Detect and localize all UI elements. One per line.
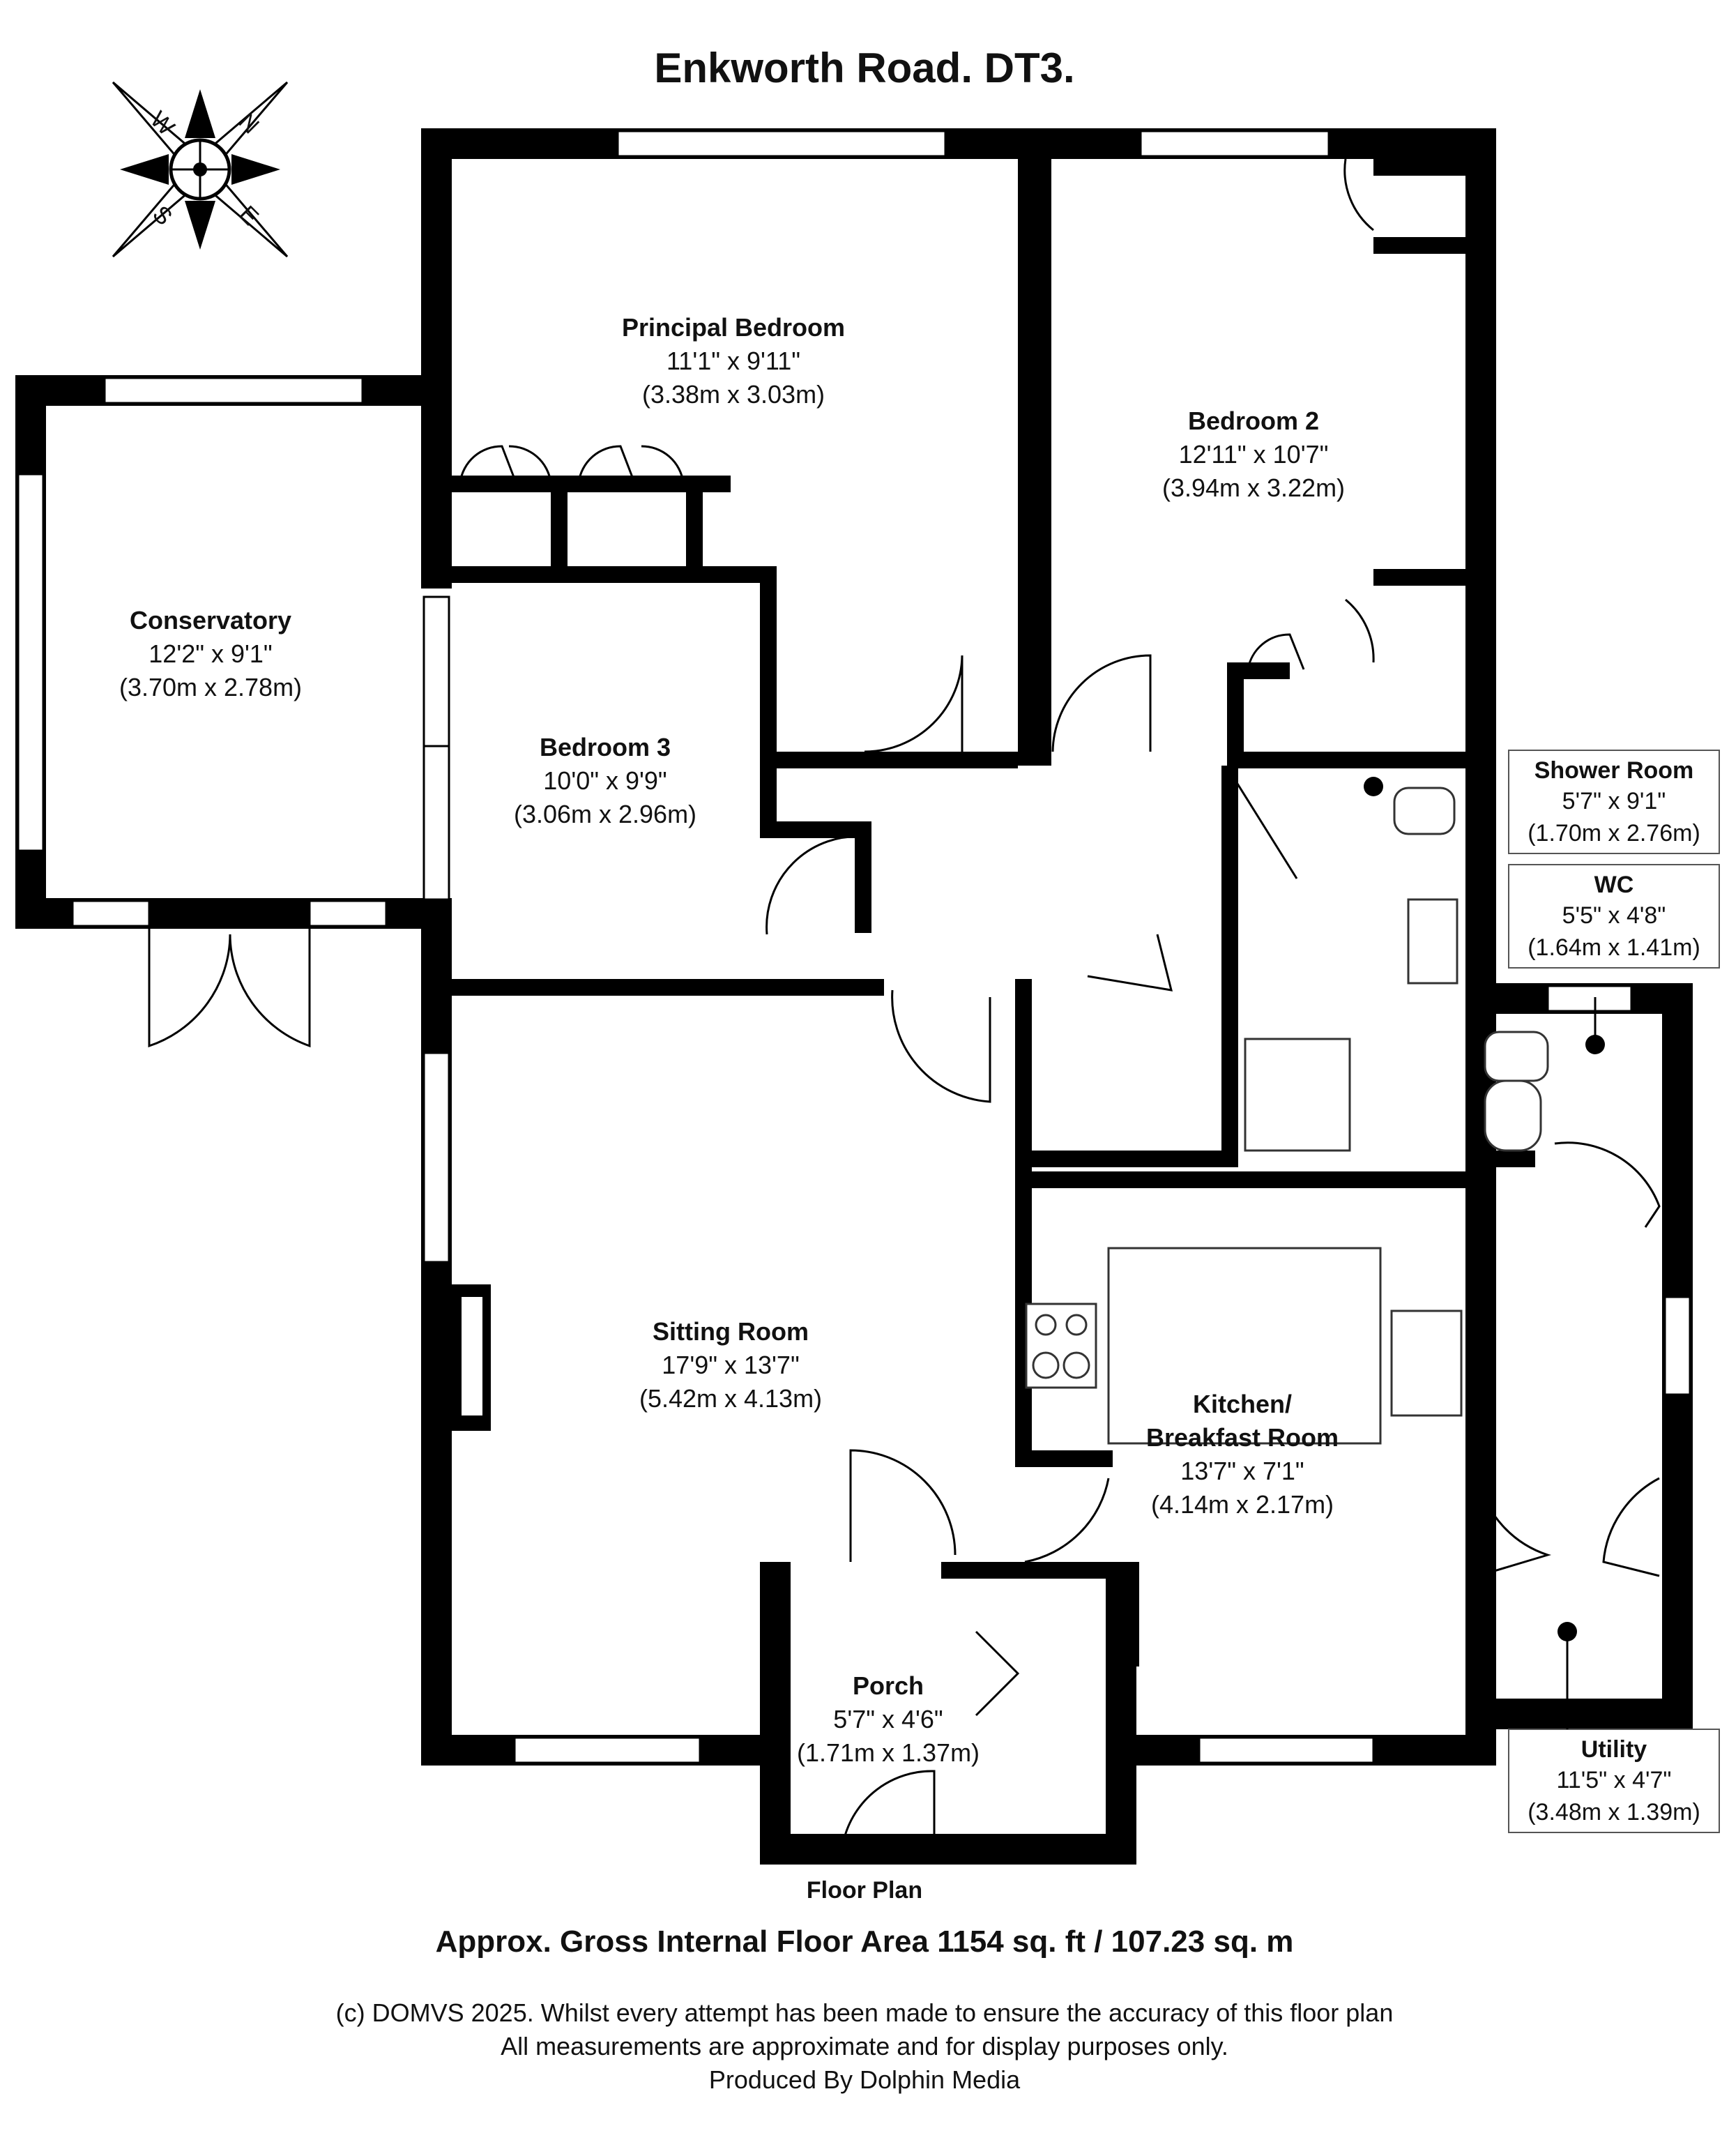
basin-icon bbox=[1407, 898, 1458, 985]
copyright-line-3: Produced By Dolphin Media bbox=[708, 2065, 1021, 2094]
plan-title: Enkworth Road. DT3. bbox=[654, 45, 1074, 91]
room-bedroom-3-metric: (3.06m x 2.96m) bbox=[514, 800, 696, 828]
floor-area: Approx. Gross Internal Floor Area 1154 s… bbox=[435, 1925, 1294, 1959]
room-porch-name: Porch bbox=[853, 1671, 924, 1700]
room-conservatory-name: Conservatory bbox=[130, 606, 291, 635]
room-bedroom-2-imperial: 12'11" x 10'7" bbox=[1179, 440, 1329, 469]
toilet-icon bbox=[1393, 787, 1456, 835]
copyright-line-2: All measurements are approximate and for… bbox=[501, 2032, 1228, 2060]
shower-tray-icon bbox=[1244, 1038, 1351, 1152]
room-kitchen-imperial: 13'7" x 7'1" bbox=[1180, 1457, 1304, 1485]
room-conservatory-imperial: 12'2" x 9'1" bbox=[148, 639, 272, 668]
room-wc-name: WC bbox=[1594, 872, 1634, 898]
fireplace bbox=[452, 1284, 491, 1431]
room-kitchen-name: Kitchen/ bbox=[1193, 1390, 1292, 1418]
room-bedroom-3-name: Bedroom 3 bbox=[540, 733, 671, 761]
room-wc-metric: (1.64m x 1.41m) bbox=[1528, 934, 1700, 961]
room-utility-imperial: 11'5" x 4'7" bbox=[1556, 1767, 1671, 1793]
room-sitting-room-imperial: 17'9" x 13'7" bbox=[662, 1351, 799, 1379]
room-porch-metric: (1.71m x 1.37m) bbox=[797, 1738, 980, 1767]
boxed-labels: Shower Room 5'7" x 9'1" (1.70m x 2.76m) … bbox=[1508, 750, 1720, 1833]
room-principal-bedroom-metric: (3.38m x 3.03m) bbox=[642, 380, 825, 409]
fixtures bbox=[1025, 787, 1549, 1445]
room-labels: Principal Bedroom 11'1" x 9'11" (3.38m x… bbox=[119, 313, 1345, 1767]
room-principal-bedroom-name: Principal Bedroom bbox=[622, 313, 845, 342]
room-kitchen-name-2: Breakfast Room bbox=[1146, 1423, 1339, 1452]
room-bedroom-2-metric: (3.94m x 3.22m) bbox=[1162, 473, 1345, 502]
wc-toilet-icon bbox=[1484, 1031, 1549, 1082]
windows bbox=[17, 130, 1691, 1764]
room-kitchen-metric: (4.14m x 2.17m) bbox=[1151, 1490, 1334, 1519]
floor-label: Floor Plan bbox=[806, 1877, 923, 1904]
copyright-line-1: (c) DOMVS 2025. Whilst every attempt has… bbox=[335, 1998, 1394, 2027]
room-shower-room-metric: (1.70m x 2.76m) bbox=[1528, 820, 1700, 847]
room-utility-metric: (3.48m x 1.39m) bbox=[1528, 1799, 1700, 1825]
light-icon bbox=[1364, 777, 1383, 796]
room-shower-room-imperial: 5'7" x 9'1" bbox=[1562, 788, 1666, 814]
wc-basin-icon bbox=[1484, 1079, 1542, 1152]
room-principal-bedroom-imperial: 11'1" x 9'11" bbox=[667, 347, 800, 375]
room-bedroom-3-imperial: 10'0" x 9'9" bbox=[543, 766, 667, 795]
room-sitting-room-metric: (5.42m x 4.13m) bbox=[639, 1384, 822, 1413]
breakfast-bar-icon bbox=[1107, 1247, 1382, 1445]
doors bbox=[148, 158, 1661, 1842]
room-bedroom-2-name: Bedroom 2 bbox=[1188, 407, 1319, 435]
sink-icon bbox=[1390, 1309, 1463, 1417]
room-utility-name: Utility bbox=[1581, 1736, 1647, 1763]
compass-icon: N E S W bbox=[112, 81, 289, 258]
room-sitting-room-name: Sitting Room bbox=[653, 1317, 809, 1346]
room-wc-imperial: 5'5" x 4'8" bbox=[1562, 902, 1666, 929]
room-shower-room-name: Shower Room bbox=[1534, 757, 1694, 784]
room-conservatory-metric: (3.70m x 2.78m) bbox=[119, 673, 302, 701]
room-porch-imperial: 5'7" x 4'6" bbox=[833, 1705, 943, 1733]
light-points bbox=[1364, 777, 1605, 1729]
